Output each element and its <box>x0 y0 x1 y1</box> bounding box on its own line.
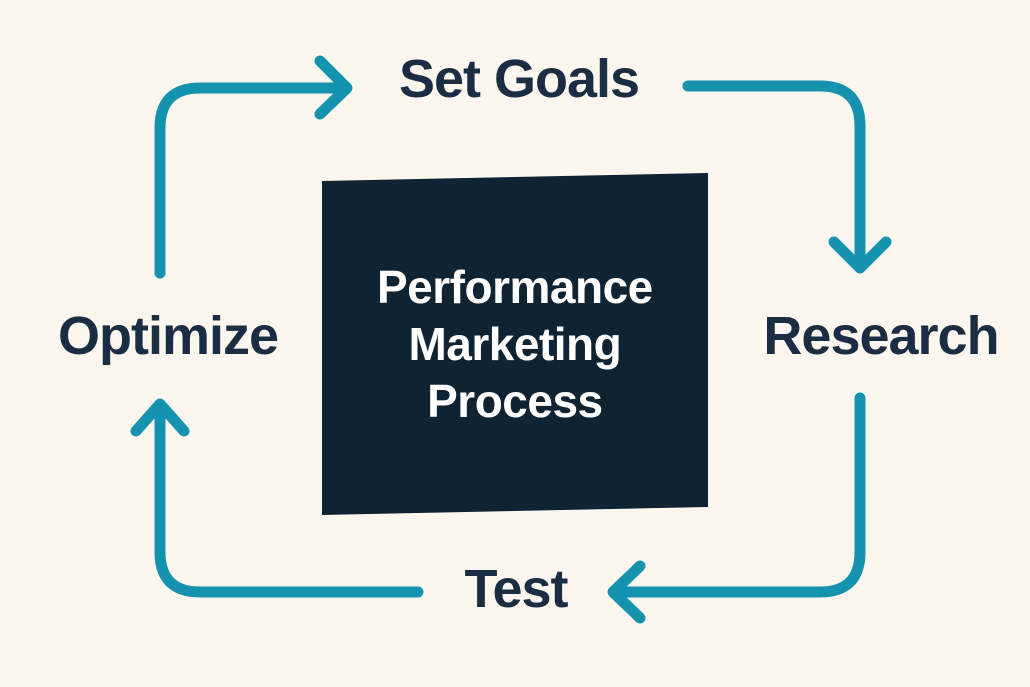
stage-label-set-goals: Set Goals <box>398 49 640 109</box>
stage-label-optimize: Optimize <box>57 306 279 366</box>
stage-label-research: Research <box>763 306 999 366</box>
arrow-optimize-to-set-goals-icon <box>154 55 353 279</box>
center-title: Performance Marketing Process <box>377 259 653 430</box>
center-title-box: Performance Marketing Process <box>322 172 708 516</box>
stage-label-test: Test <box>464 559 568 619</box>
arrow-test-to-optimize-icon <box>130 398 424 598</box>
center-title-line-2: Marketing <box>408 317 622 370</box>
arrow-research-to-test-icon <box>607 392 866 624</box>
arrow-set-goals-to-research-icon <box>682 80 892 274</box>
center-title-line-3: Process <box>427 374 603 427</box>
center-title-line-1: Performance <box>377 260 653 313</box>
